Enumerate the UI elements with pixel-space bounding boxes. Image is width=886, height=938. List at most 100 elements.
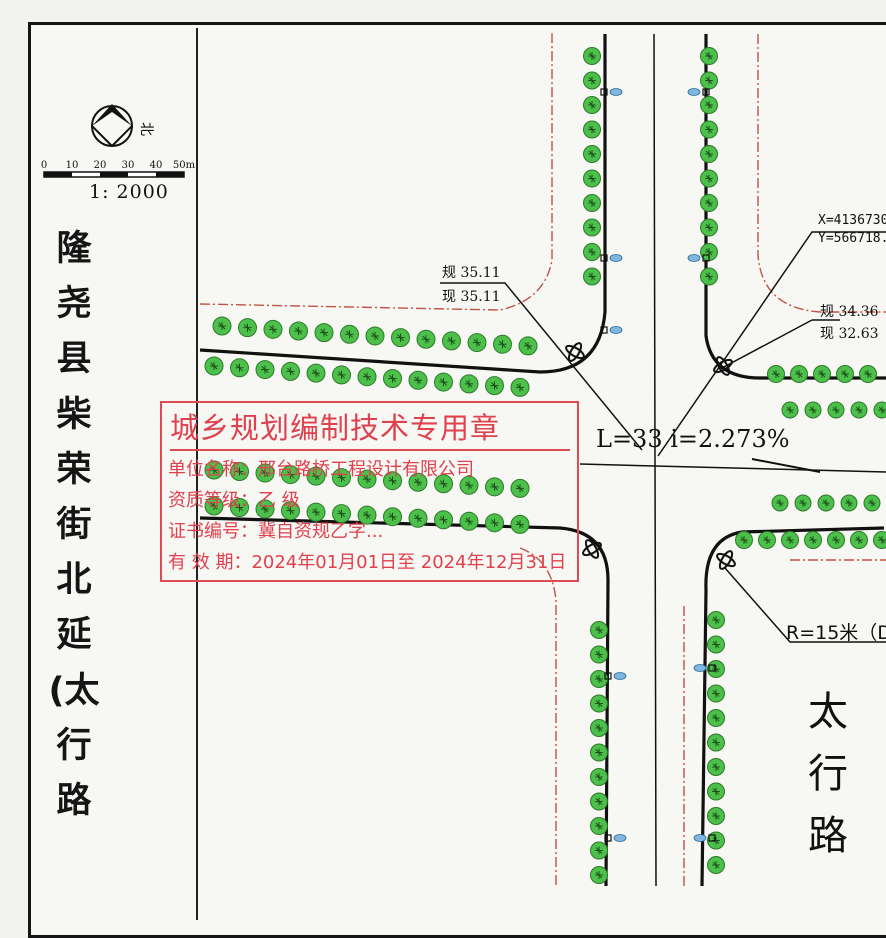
tree-icon [851,532,868,549]
tree-icon [584,121,601,138]
coordinate-x: X=4136730. [818,213,886,228]
tree-icon [591,744,608,761]
tree-icon [701,219,718,236]
radius-label: R=15米（D [786,618,886,645]
tree-icon [460,375,478,393]
tree-icon [341,325,359,343]
elevation-plan-right: 规 34.36 [820,301,879,321]
tree-icon [837,366,854,383]
tree-icon [864,495,880,511]
elevation-existing-left: 现 35.11 [442,286,501,306]
tree-icon [708,783,725,800]
tree-icon [584,219,601,236]
scale-ratio: 1: 2000 [89,181,169,203]
elevation-plan-left: 规 35.11 [442,262,501,282]
scale-tick-label: 30 [122,160,135,171]
tree-icon [805,532,822,549]
road-name-char: 太 [803,681,853,743]
tree-icon [814,366,831,383]
tree-icon [591,769,608,786]
tree-icon [591,622,608,639]
stamp-validity: 有 效 期：2024年01月01日至 2024年12月31日 [168,548,566,574]
title-char: 柴 [44,388,104,443]
tree-icon [392,329,410,347]
tree-icon [256,361,274,379]
road-name-char: 路 [803,805,853,867]
tree-icon [591,646,608,663]
street-lamp-icon [605,835,626,842]
tree-icon [384,369,402,387]
tree-icon [584,170,601,187]
tree-icon [708,808,725,825]
title-char: 尧 [44,277,104,332]
tree-icon [494,335,512,353]
tree-icon [591,867,608,884]
stamp-title: 城乡规划编制技术专用章 [170,405,570,451]
tree-icon [782,532,799,549]
north-arrow-icon [92,104,132,146]
tree-icon [701,121,718,138]
tree-icon [772,495,788,511]
tree-icon [584,97,601,114]
tree-icon [435,373,453,391]
tree-icon [736,532,753,549]
tree-icon [591,818,608,835]
street-lamp-icon [601,327,622,334]
title-char: 街 [44,498,104,553]
tree-icon [708,612,725,629]
tree-icon [708,734,725,751]
title-char: 北 [44,553,104,608]
tree-icon [708,661,725,678]
tree-icon [519,337,537,355]
stamp-grade: 资质等级：乙 级 [168,486,300,512]
tree-icon [282,362,300,380]
tree-icon [841,495,857,511]
tree-icon [701,195,718,212]
tree-icon [701,72,718,89]
tree-icon [591,695,608,712]
road-name-char: 行 [803,743,853,805]
tree-icon [307,364,325,382]
coordinate-y: Y=566718. [818,231,886,246]
tree-icon [584,48,601,65]
stamp-cert: 证书编号：冀自资规乙字... [168,517,383,543]
tree-icon [333,366,351,384]
tree-icon [759,532,776,549]
title-char: 荣 [44,443,104,498]
tree-icon [443,332,461,350]
tree-icon [874,532,886,549]
title-char: 延 [44,608,104,663]
tree-icon [708,710,725,727]
tree-icon [315,324,333,342]
tree-icon [486,377,504,395]
drawing-title: 隆 尧 县 柴 荣 街 北 延 (太 行 路 [44,222,104,829]
tree-icon [591,842,608,859]
tree-icon [828,532,845,549]
tree-icon [805,402,821,418]
tree-icon [768,366,785,383]
tree-icon [701,97,718,114]
tree-icon [701,170,718,187]
tree-icon [468,334,486,352]
tree-icon [874,402,886,418]
tree-icon [701,48,718,65]
tree-icon [591,720,608,737]
tree-icon [584,146,601,163]
tree-icon [584,72,601,89]
tree-icon [409,371,427,389]
tree-icon [708,759,725,776]
scale-tick-label: 40 [150,160,163,171]
tree-icon [591,793,608,810]
tree-icon [701,146,718,163]
title-char: (太 [44,664,104,719]
road-name: 太 行 路 [803,681,853,867]
official-stamp: 城乡规划编制技术专用章 单位名称：邢台路桥工程设计有限公司 资质等级：乙 级 证… [160,401,579,582]
tree-icon [264,320,282,338]
scale-tick-label: 20 [94,160,107,171]
title-char: 县 [44,332,104,387]
scale-tick-label: 50m [173,160,196,171]
tree-icon [417,330,435,348]
scale-bar [44,172,184,177]
